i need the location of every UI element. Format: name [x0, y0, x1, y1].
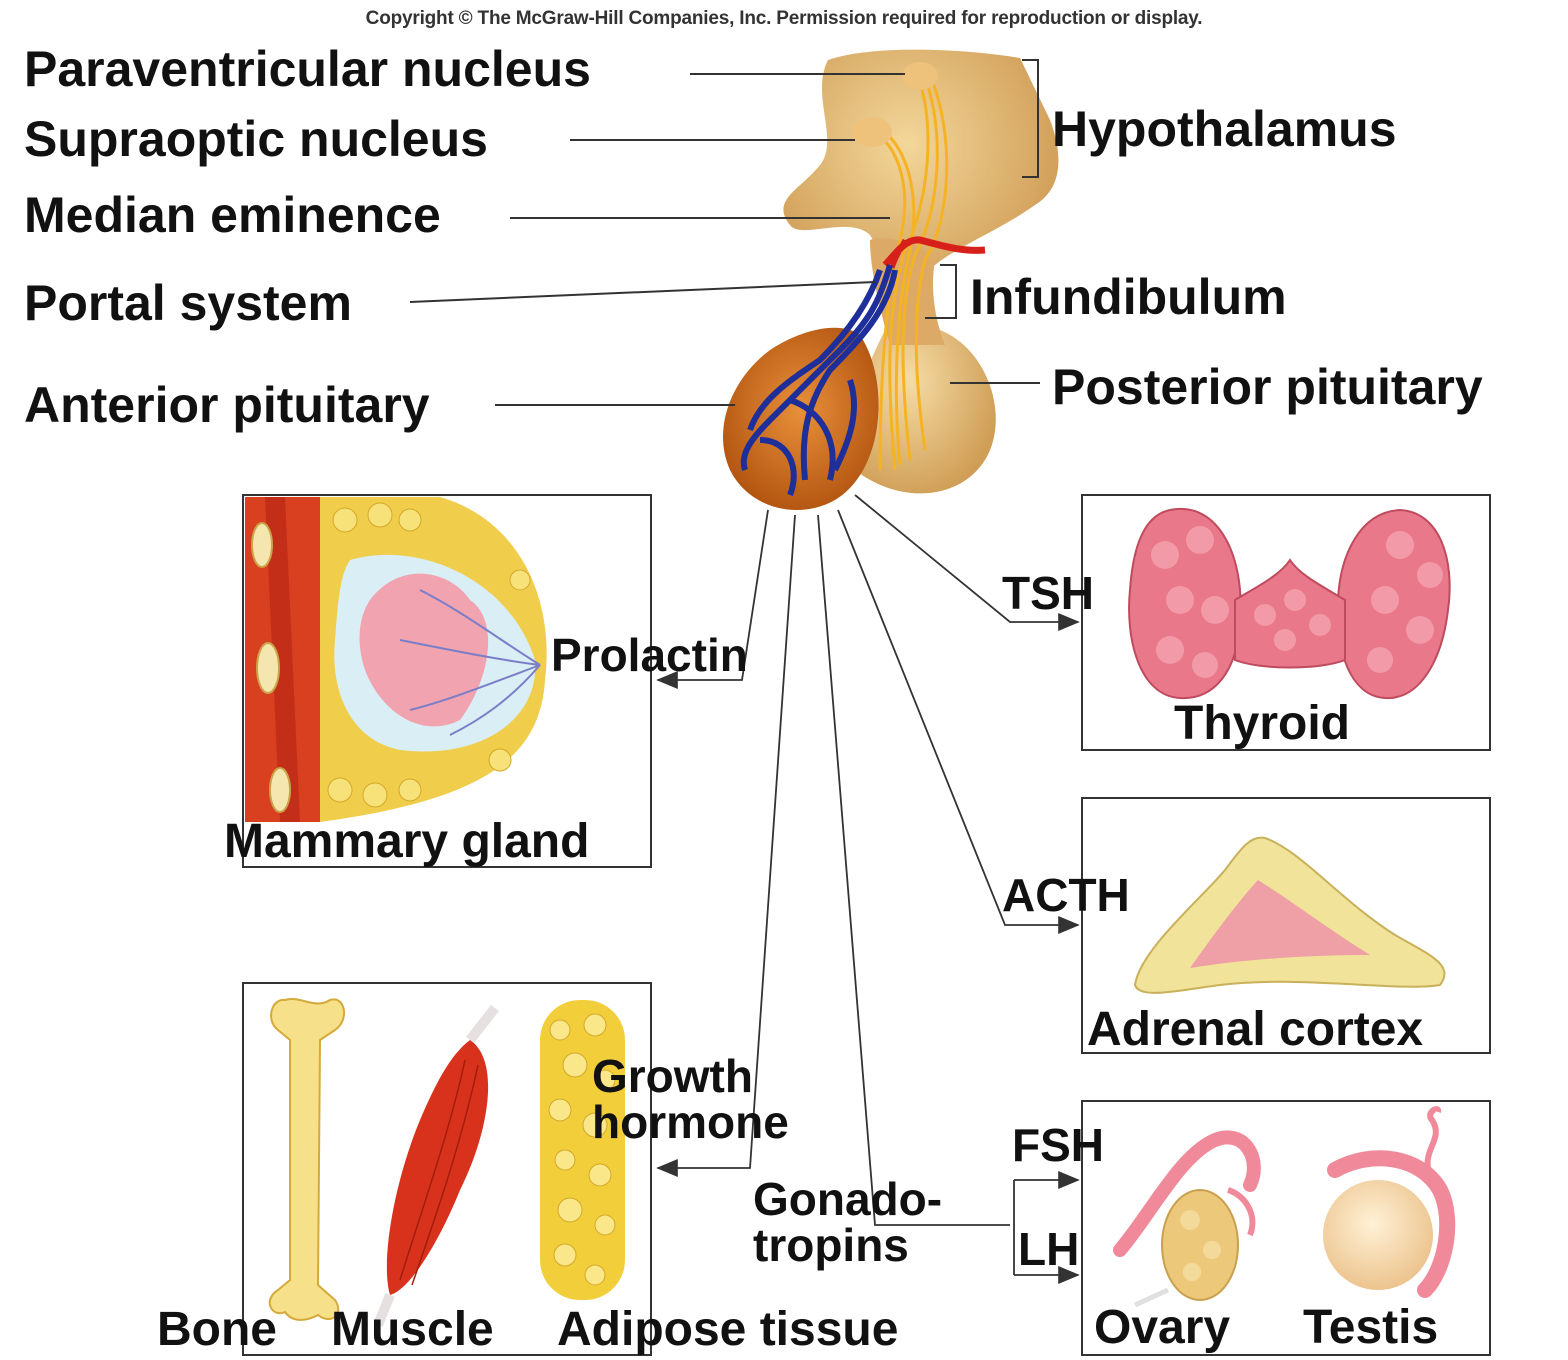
label-hypothalamus: Hypothalamus: [1052, 104, 1397, 154]
growth-hormone-line-2: hormone: [592, 1099, 852, 1145]
adrenal-art: [1135, 838, 1444, 993]
label-tsh: TSH: [1002, 570, 1094, 616]
label-paraventricular-nucleus: Paraventricular nucleus: [24, 44, 591, 94]
copyright-notice: Copyright © The McGraw-Hill Companies, I…: [0, 8, 1568, 30]
label-posterior-pituitary: Posterior pituitary: [1052, 362, 1483, 412]
label-adrenal-cortex: Adrenal cortex: [1087, 1006, 1423, 1054]
gonadotropins-line-1: Gonado-: [753, 1176, 1013, 1222]
label-ovary: Ovary: [1094, 1304, 1230, 1352]
label-anterior-pituitary: Anterior pituitary: [24, 380, 430, 430]
label-thyroid: Thyroid: [1174, 700, 1350, 748]
label-testis: Testis: [1303, 1304, 1438, 1352]
adipose-art: [540, 1000, 625, 1300]
label-gonadotropins: Gonado- tropins: [753, 1176, 1013, 1268]
label-portal-system: Portal system: [24, 278, 352, 328]
label-muscle: Muscle: [331, 1306, 494, 1354]
muscle-art: [378, 1008, 495, 1325]
gonadotropins-line-2: tropins: [753, 1222, 1013, 1268]
label-fsh: FSH: [1012, 1122, 1104, 1168]
label-infundibulum: Infundibulum: [970, 272, 1287, 322]
paraventricular-nucleus-shape: [902, 62, 938, 90]
label-adipose-tissue: Adipose tissue: [557, 1306, 898, 1354]
label-prolactin: Prolactin: [551, 632, 748, 678]
mammary-gland-art: [245, 497, 547, 822]
label-acth: ACTH: [1002, 872, 1130, 918]
label-lh: LH: [1018, 1226, 1079, 1272]
ovary-art: [1120, 1137, 1254, 1305]
label-bone: Bone: [157, 1306, 277, 1354]
label-supraoptic-nucleus: Supraoptic nucleus: [24, 114, 488, 164]
thyroid-art: [1129, 509, 1450, 698]
supraoptic-nucleus-shape: [852, 117, 892, 147]
growth-hormone-line-1: Growth: [592, 1053, 852, 1099]
testis-art: [1323, 1109, 1447, 1290]
label-growth-hormone: Growth hormone: [592, 1053, 852, 1145]
label-median-eminence: Median eminence: [24, 190, 441, 240]
bone-art: [270, 999, 344, 1320]
label-mammary-gland: Mammary gland: [224, 818, 589, 866]
